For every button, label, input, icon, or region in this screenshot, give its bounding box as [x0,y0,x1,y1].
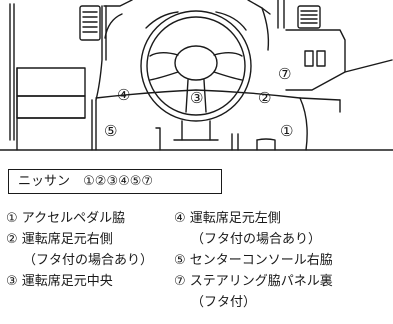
marker-7: ⑦ [278,65,291,83]
legend-note: （フタ付の場合あり） [191,232,322,247]
left-door-panel [9,3,86,151]
marker-1: ① [280,122,293,140]
legend-item: ① アクセルペダル脇 [6,211,126,226]
manufacturer-codes: ①②③④⑤⑦ [83,174,154,189]
left-vent [79,5,101,41]
dashboard-diagram: ① ② ③ ④ ⑤ ⑦ [0,0,393,160]
pedals [155,127,276,151]
right-lower-panel [299,97,308,151]
manufacturer-box: ニッサン ①②③④⑤⑦ [8,169,222,194]
marker-2: ② [258,89,271,107]
marker-3: ③ [190,89,203,107]
manufacturer-name: ニッサン [18,174,71,189]
legend-item: ⑦ ステアリング脇パネル裏 [174,274,333,289]
legend-left: ① アクセルペダル脇 ② 運転席足元右側 （フタ付の場合あり） ③ 運転席足元中… [6,208,153,292]
marker-4: ④ [117,86,130,104]
legend-item: ② 運転席足元右側 [6,232,113,247]
marker-5: ⑤ [104,122,117,140]
dashboard-illustration: ① ② ③ ④ ⑤ ⑦ [0,0,393,151]
legend-note: （フタ付の場合あり） [23,253,154,268]
legend-item: ④ 運転席足元左側 [174,211,281,226]
legend-item: ③ 運転席足元中央 [6,274,113,289]
right-switches [304,50,326,67]
legend-right: ④ 運転席足元左側 （フタ付の場合あり） ⑤ センターコンソール右脇 ⑦ ステア… [174,208,333,313]
legend-note: （フタ付） [191,295,257,310]
legend-item: ⑤ センターコンソール右脇 [174,253,333,268]
dashboard-outline [91,0,393,151]
steering-wheel [140,10,252,122]
right-vent [297,5,321,29]
steering-column [173,120,219,141]
